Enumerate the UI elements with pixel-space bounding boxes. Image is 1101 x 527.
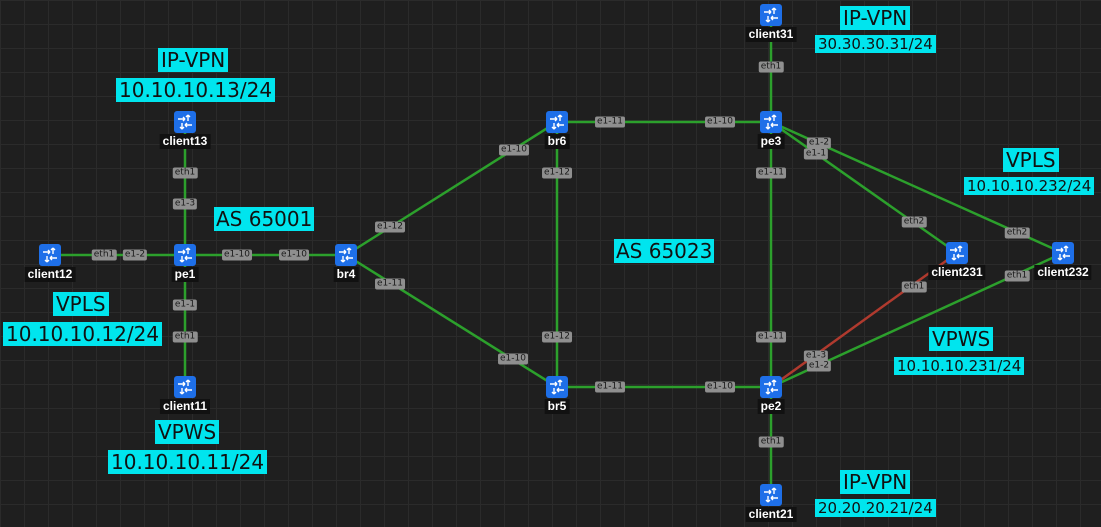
router-icon [174,111,196,133]
port-label: e1-1 [172,299,198,311]
port-label: eth1 [758,436,784,448]
router-icon [760,111,782,133]
port-label: eth1 [901,281,927,293]
node-client12[interactable]: client12 [24,244,76,282]
port-label: e1-3 [172,198,198,210]
node-br6[interactable]: br6 [544,111,570,149]
service-label-address: 10.10.10.232/24 [964,177,1095,195]
port-label: eth1 [172,331,198,343]
router-icon [760,376,782,398]
router-icon [174,376,196,398]
port-label: e1-11 [375,278,405,290]
router-icon [760,4,782,26]
service-label-address: 10.10.10.12/24 [3,322,163,346]
router-icon [546,376,568,398]
service-label-title: IP-VPN [840,470,911,494]
router-icon [174,244,196,266]
port-label: eth1 [758,61,784,73]
service-label-address: 10.10.10.11/24 [108,450,268,474]
port-label: e1-10 [279,249,309,261]
router-icon [1052,242,1074,264]
node-name: pe2 [757,399,785,414]
node-name: br5 [544,399,570,414]
service-label-address: 30.30.30.31/24 [815,35,936,53]
service-label-title: IP-VPN [158,48,229,72]
as-label-65023: AS 65023 [614,239,715,263]
node-client11[interactable]: client11 [159,376,211,414]
port-label: e1-10 [499,144,529,156]
service-label-title: IP-VPN [840,6,911,30]
node-client231[interactable]: client231 [928,242,986,280]
link-pe2-client231[interactable] [769,251,959,389]
router-icon [760,484,782,506]
port-label: e1-3 [803,350,829,362]
port-label: eth2 [901,216,927,228]
node-name: client232 [1034,265,1092,280]
router-icon [546,111,568,133]
port-label: eth1 [91,249,117,261]
node-client21[interactable]: client21 [745,484,797,522]
node-name: br4 [333,267,359,282]
port-label: e1-10 [498,353,528,365]
link-pe3-client231[interactable] [769,120,959,255]
port-label: e1-12 [542,167,572,179]
port-label: e1-12 [542,331,572,343]
port-label: e1-10 [222,249,252,261]
port-label: e1-11 [756,167,786,179]
service-label-title: VPWS [155,420,220,444]
node-name: client13 [159,134,211,149]
port-label: e1-2 [806,137,832,149]
node-name: client231 [928,265,986,280]
service-label-address: 10.10.10.231/24 [894,357,1025,375]
node-name: pe1 [171,267,199,282]
node-pe1[interactable]: pe1 [171,244,199,282]
service-label-address: 10.10.10.13/24 [116,78,276,102]
port-label: e1-2 [806,360,832,372]
node-name: client21 [745,507,797,522]
node-client31[interactable]: client31 [745,4,797,42]
node-name: client31 [745,27,797,42]
port-label: eth2 [1004,227,1030,239]
port-label: eth1 [1004,270,1030,282]
port-label: eth1 [172,167,198,179]
node-br5[interactable]: br5 [544,376,570,414]
node-pe3[interactable]: pe3 [757,111,785,149]
port-label: e1-11 [595,116,625,128]
node-name: client11 [159,399,211,414]
link-br4-br6[interactable] [344,120,559,257]
node-client13[interactable]: client13 [159,111,211,149]
node-pe2[interactable]: pe2 [757,376,785,414]
node-client232[interactable]: client232 [1034,242,1092,280]
node-br4[interactable]: br4 [333,244,359,282]
port-label: e1-10 [705,116,735,128]
port-label: e1-1 [803,148,829,160]
service-label-title: VPWS [929,327,994,351]
port-label: e1-12 [375,221,405,233]
node-name: br6 [544,134,570,149]
node-name: pe3 [757,134,785,149]
router-icon [39,244,61,266]
port-label: e1-2 [122,249,148,261]
port-label: e1-11 [595,381,625,393]
link-br4-br5[interactable] [344,253,559,389]
as-label-65001: AS 65001 [214,207,315,231]
service-label-title: VPLS [1003,148,1059,172]
node-name: client12 [24,267,76,282]
service-label-title: VPLS [53,292,109,316]
service-label-address: 20.20.20.21/24 [815,499,936,517]
port-label: e1-10 [705,381,735,393]
router-icon [335,244,357,266]
port-label: e1-11 [756,331,786,343]
router-icon [946,242,968,264]
